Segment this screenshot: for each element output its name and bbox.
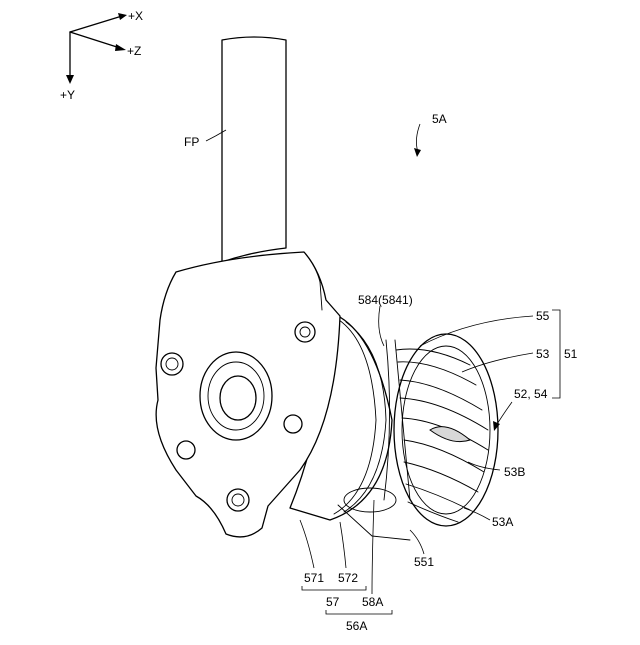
label-58a: 58A <box>362 595 383 609</box>
x-axis-arrow <box>70 16 122 32</box>
mount-hole-icon <box>177 441 195 459</box>
label-57: 57 <box>326 595 340 609</box>
label-56a: 56A <box>346 619 367 633</box>
flexible-circuit <box>214 37 286 276</box>
z-axis-arrow <box>70 32 120 48</box>
label-52-54: 52, 54 <box>514 387 548 401</box>
axis-triad: +X +Z +Y <box>60 9 143 102</box>
mount-hole-icon <box>295 322 315 342</box>
fan-rotor <box>394 334 498 526</box>
label-5a: 5A <box>432 112 447 126</box>
label-53b: 53B <box>504 465 525 479</box>
label-55: 55 <box>536 309 550 323</box>
mount-hole-icon <box>284 415 302 433</box>
x-arrowhead-icon <box>118 13 127 20</box>
y-axis-label: +Y <box>60 88 75 102</box>
label-53: 53 <box>536 347 550 361</box>
label-551: 551 <box>414 555 434 569</box>
label-53a: 53A <box>492 515 513 529</box>
z-axis-label: +Z <box>127 44 141 58</box>
label-fp: FP <box>184 135 199 149</box>
label-51: 51 <box>564 347 578 361</box>
x-axis-label: +X <box>128 9 143 23</box>
mount-hole-icon <box>227 489 249 511</box>
mount-hole-icon <box>161 353 183 375</box>
label-572: 572 <box>338 571 358 585</box>
label-571: 571 <box>304 571 324 585</box>
z-arrowhead-icon <box>115 44 126 51</box>
y-arrowhead-icon <box>66 75 74 84</box>
label-584: 584(5841) <box>358 293 413 307</box>
